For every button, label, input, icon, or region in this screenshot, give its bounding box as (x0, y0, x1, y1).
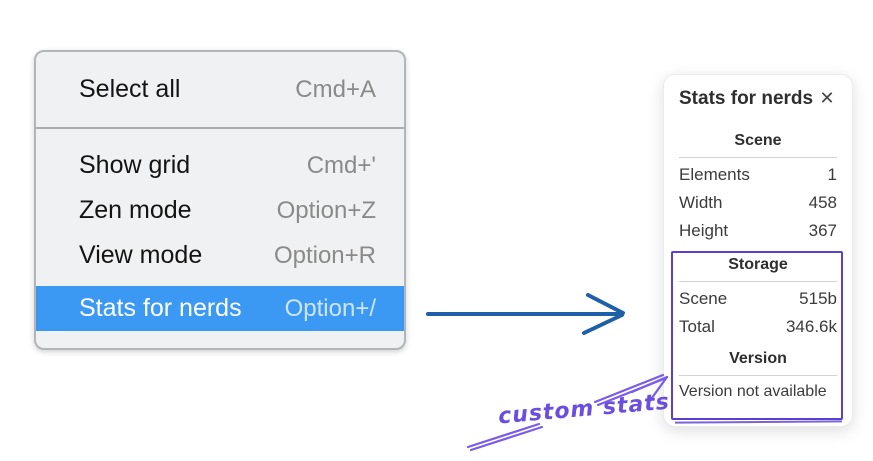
section-divider (679, 157, 837, 158)
stat-value: 458 (808, 193, 837, 212)
stat-row-width: Width 458 (679, 189, 837, 217)
stats-panel-title: Stats for nerds (679, 88, 814, 109)
stat-row-scene-storage: Scene 515b (679, 285, 837, 313)
menu-item-shortcut: Cmd+A (295, 75, 376, 103)
stat-label: Elements (679, 165, 750, 184)
menu-item-select-all[interactable]: Select all Cmd+A (36, 52, 404, 127)
stat-label: Width (679, 193, 723, 212)
stats-panel: Stats for nerds ✕ Scene Elements 1 Width… (663, 74, 853, 427)
context-menu: Select all Cmd+A Show grid Cmd+' Zen mod… (34, 50, 406, 350)
stat-label: Scene (679, 289, 728, 308)
menu-item-label: Show grid (79, 151, 191, 179)
version-note: Version not available (679, 383, 827, 400)
stat-value: 1 (827, 165, 837, 184)
pointer-arrow (426, 293, 625, 335)
stat-label: Total (679, 317, 715, 336)
menu-item-label: Zen mode (79, 196, 192, 224)
menu-item-view-mode[interactable]: View mode Option+R (36, 233, 404, 278)
menu-divider (36, 127, 404, 129)
section-heading-storage: Storage (728, 256, 788, 273)
stat-row-height: Height 367 (679, 217, 837, 245)
menu-item-show-grid[interactable]: Show grid Cmd+' (36, 143, 404, 188)
stats-panel-header: Stats for nerds ✕ (679, 87, 837, 111)
section-divider (679, 375, 837, 376)
close-icon[interactable]: ✕ (817, 89, 837, 109)
section-divider (679, 281, 837, 282)
menu-item-shortcut: Option+Z (276, 196, 376, 224)
menu-item-shortcut: Option+R (273, 241, 376, 269)
menu-item-zen-mode[interactable]: Zen mode Option+Z (36, 188, 404, 233)
menu-section: Show grid Cmd+' Zen mode Option+Z View m… (36, 129, 404, 331)
section-heading-version: Version (729, 350, 787, 367)
annotation-label: custom stats (497, 389, 671, 430)
menu-item-shortcut: Cmd+' (306, 151, 376, 179)
stat-row-elements: Elements 1 (679, 161, 837, 189)
stat-row-total-storage: Total 346.6k (679, 313, 837, 341)
stat-value: 346.6k (785, 317, 837, 336)
stat-value: 367 (808, 221, 837, 240)
menu-item-label: View mode (79, 241, 203, 269)
menu-item-shortcut: Option+/ (284, 294, 376, 322)
stat-label: Height (679, 221, 729, 240)
section-heading-scene: Scene (734, 132, 782, 149)
menu-item-label: Stats for nerds (79, 294, 242, 322)
menu-item-stats-for-nerds[interactable]: Stats for nerds Option+/ (36, 286, 404, 331)
menu-item-label: Select all (79, 75, 181, 103)
stat-value: 515b (799, 289, 837, 308)
